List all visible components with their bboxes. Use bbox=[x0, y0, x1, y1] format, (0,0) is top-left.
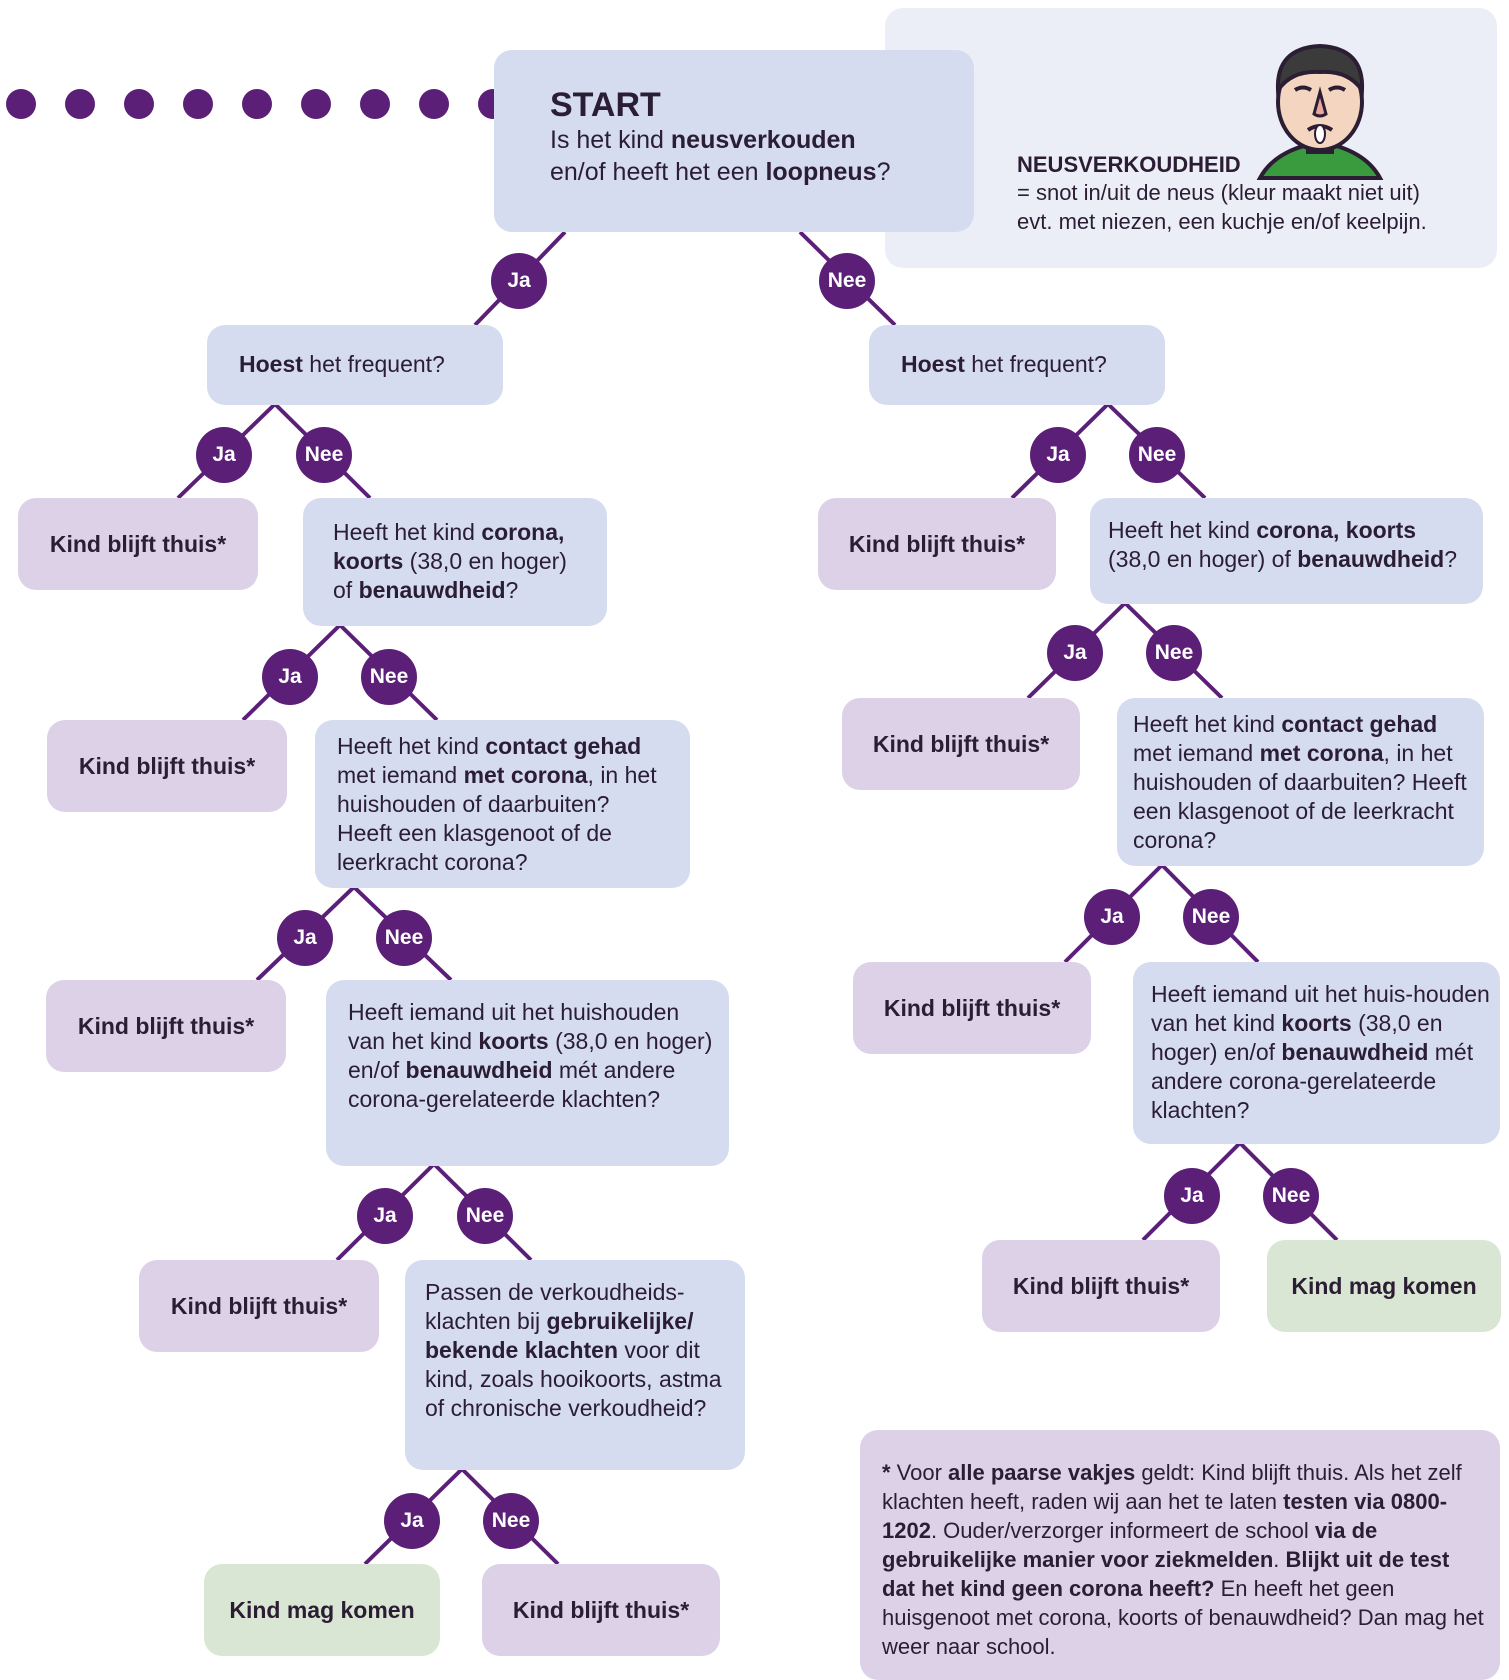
may-come-outcome: Kind mag komen bbox=[204, 1564, 440, 1656]
yes-badge: Ja bbox=[1084, 889, 1140, 945]
symptoms-question-left: Heeft het kind corona, koorts (38,0 en h… bbox=[303, 498, 607, 626]
sick-child-illustration bbox=[1256, 43, 1384, 180]
yes-badge: Ja bbox=[491, 253, 547, 309]
definition-title: NEUSVERKOUDHEID bbox=[1017, 152, 1241, 177]
stay-home-outcome: Kind blijft thuis* bbox=[46, 980, 286, 1072]
yes-badge: Ja bbox=[357, 1188, 413, 1244]
yes-badge: Ja bbox=[196, 427, 252, 483]
stay-home-outcome: Kind blijft thuis* bbox=[842, 698, 1080, 790]
stay-home-outcome: Kind blijft thuis* bbox=[982, 1240, 1220, 1332]
trail-dot bbox=[65, 89, 95, 119]
trail-dot bbox=[301, 89, 331, 119]
trail-dot bbox=[360, 89, 390, 119]
stay-home-outcome: Kind blijft thuis* bbox=[47, 720, 287, 812]
footnote-box: * Voor alle paarse vakjes geldt: Kind bl… bbox=[860, 1430, 1500, 1680]
stay-home-outcome: Kind blijft thuis* bbox=[853, 962, 1091, 1054]
yes-badge: Ja bbox=[277, 910, 333, 966]
start-question-line-2: en/of heeft het een loopneus? bbox=[550, 158, 891, 186]
yes-badge: Ja bbox=[262, 649, 318, 705]
stay-home-outcome: Kind blijft thuis* bbox=[482, 1564, 720, 1656]
no-badge: Nee bbox=[1183, 889, 1239, 945]
no-badge: Nee bbox=[457, 1188, 513, 1244]
trail-dot bbox=[242, 89, 272, 119]
yes-badge: Ja bbox=[1030, 427, 1086, 483]
no-badge: Nee bbox=[376, 910, 432, 966]
contact-question-right: Heeft het kind contact gehad met iemand … bbox=[1117, 698, 1484, 866]
household-question-right: Heeft iemand uit het huis-houden van het… bbox=[1133, 962, 1500, 1144]
cough-question-left: Hoest het frequent? bbox=[207, 325, 503, 405]
yes-badge: Ja bbox=[384, 1493, 440, 1549]
start-box: START Is het kind neusverkouden en/of he… bbox=[494, 50, 974, 232]
definition-box: NEUSVERKOUDHEID = snot in/uit de neus (k… bbox=[885, 8, 1497, 268]
trail-dot bbox=[419, 89, 449, 119]
no-badge: Nee bbox=[1129, 427, 1185, 483]
trail-dot bbox=[6, 89, 36, 119]
contact-question-left: Heeft het kind contact gehad met iemand … bbox=[315, 720, 690, 888]
cough-question-right: Hoest het frequent? bbox=[869, 325, 1165, 405]
definition-line-2: evt. met niezen, een kuchje en/of keelpi… bbox=[1017, 209, 1427, 234]
stay-home-outcome: Kind blijft thuis* bbox=[818, 498, 1056, 590]
trail-dot bbox=[183, 89, 213, 119]
household-question-left: Heeft iemand uit het huishouden van het … bbox=[326, 980, 729, 1166]
no-badge: Nee bbox=[1146, 625, 1202, 681]
no-badge: Nee bbox=[1263, 1168, 1319, 1224]
known-complaints-question: Passen de verkoudheids-klachten bij gebr… bbox=[405, 1260, 745, 1470]
start-title: START bbox=[550, 86, 661, 124]
stay-home-outcome: Kind blijft thuis* bbox=[139, 1260, 379, 1352]
may-come-outcome: Kind mag komen bbox=[1267, 1240, 1501, 1332]
no-badge: Nee bbox=[819, 253, 875, 309]
trail-dot bbox=[124, 89, 154, 119]
yes-badge: Ja bbox=[1164, 1168, 1220, 1224]
stay-home-outcome: Kind blijft thuis* bbox=[18, 498, 258, 590]
definition-line-1: = snot in/uit de neus (kleur maakt niet … bbox=[1017, 180, 1420, 205]
yes-badge: Ja bbox=[1047, 625, 1103, 681]
symptoms-question-right: Heeft het kind corona, koorts (38,0 en h… bbox=[1090, 498, 1483, 604]
no-badge: Nee bbox=[483, 1493, 539, 1549]
start-question-line-1: Is het kind neusverkouden bbox=[550, 126, 856, 154]
no-badge: Nee bbox=[296, 427, 352, 483]
no-badge: Nee bbox=[361, 649, 417, 705]
